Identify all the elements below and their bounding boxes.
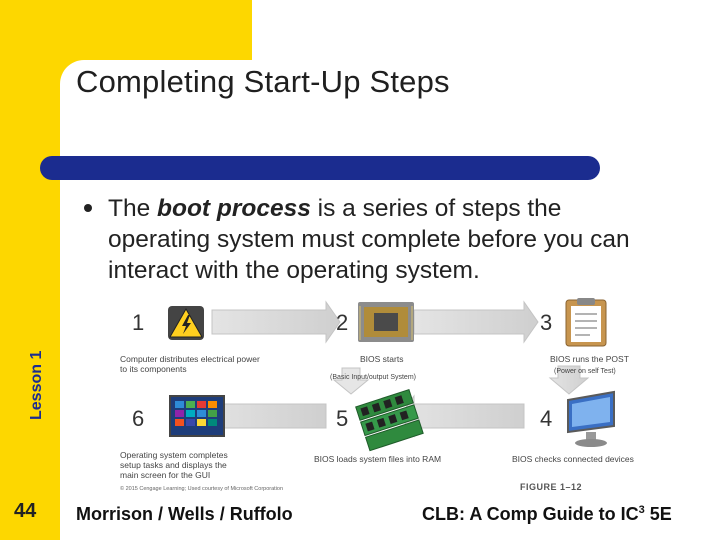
figure-arrows [168, 298, 615, 452]
yellow-side-bar [0, 0, 60, 540]
windows-screen-icon [169, 395, 225, 437]
step-3-number: 3 [540, 310, 553, 335]
footer-title-main: CLB: A Comp Guide to IC [422, 504, 639, 524]
blue-divider-bar [40, 156, 600, 180]
step-5-caption: BIOS loads system files into RAM [314, 454, 442, 464]
lesson-label: Lesson 1 [28, 350, 45, 420]
bullet-text-before: The [108, 195, 158, 222]
step-3-caption: BIOS runs the POST [550, 354, 629, 364]
arrow-3-4 [548, 365, 590, 395]
step-4-caption: BIOS checks connected devices [512, 454, 634, 464]
figure-credit: © 2015 Cengage Learning; Used courtesy o… [120, 486, 284, 492]
post-note: (Power on self Test) [554, 368, 616, 375]
ram-icon [355, 388, 424, 452]
arrow-2-3 [413, 300, 539, 344]
step-2-number: 2 [336, 310, 349, 335]
monitor-icon [567, 390, 615, 447]
step-5-number: 5 [336, 406, 349, 431]
page-number: 44 [14, 500, 37, 522]
step-1-number: 1 [132, 310, 145, 335]
footer-title-end: 5E [644, 504, 672, 524]
arrow-1-2 [211, 300, 341, 344]
arrow-down-left [332, 367, 370, 395]
footer-title-sup: 3 [638, 504, 645, 516]
figure-label: FIGURE 1–12 [520, 482, 583, 492]
bullet-dot-icon [84, 204, 92, 212]
slide-title: Completing Start-Up Steps [76, 64, 450, 99]
step-4-number: 4 [540, 406, 553, 431]
step-1-caption: Computer distributes electrical power to… [120, 354, 260, 374]
bullet-text: The boot process is a series of steps th… [108, 193, 668, 286]
step-2-caption: BIOS starts [360, 354, 404, 364]
title-backdrop [60, 60, 720, 108]
bios-note: (Basic Input/output System) [330, 374, 416, 381]
boot-process-figure: 1 2 3 4 5 6 Computer distributes electri… [114, 296, 644, 496]
step-6-caption: Operating system completes setup tasks a… [120, 450, 228, 480]
footer-book-title: CLB: A Comp Guide to IC3 5E [422, 504, 672, 525]
footer-authors: Morrison / Wells / Ruffolo [76, 504, 293, 524]
lightning-icon [168, 306, 204, 340]
step-6-number: 6 [132, 406, 145, 431]
clipboard-icon [565, 298, 607, 347]
bullet-emphasis: boot process [157, 195, 311, 222]
bullet-text-after: is a series of steps the operating syste… [108, 195, 630, 284]
bios-chip-icon [358, 302, 414, 342]
